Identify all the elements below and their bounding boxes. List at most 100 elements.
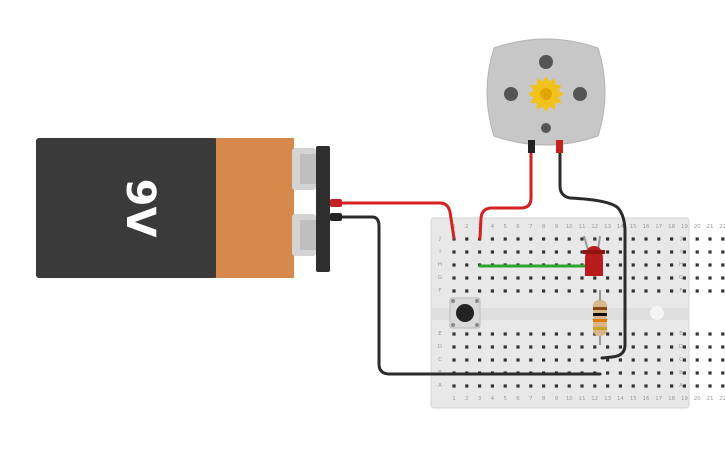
breadboard-hole[interactable]	[478, 276, 482, 280]
breadboard-hole[interactable]	[618, 358, 622, 362]
breadboard-hole[interactable]	[657, 276, 661, 280]
breadboard-hole[interactable]	[452, 289, 456, 293]
breadboard-hole[interactable]	[490, 345, 494, 349]
breadboard-hole[interactable]	[721, 289, 725, 293]
breadboard-hole[interactable]	[631, 263, 635, 267]
breadboard-hole[interactable]	[529, 358, 533, 362]
breadboard-hole[interactable]	[490, 237, 494, 241]
breadboard-hole[interactable]	[567, 237, 571, 241]
breadboard-hole[interactable]	[580, 345, 584, 349]
breadboard-hole[interactable]	[682, 384, 686, 388]
breadboard-hole[interactable]	[516, 289, 520, 293]
breadboard-hole[interactable]	[452, 263, 456, 267]
breadboard-hole[interactable]	[465, 384, 469, 388]
breadboard-hole[interactable]	[721, 358, 725, 362]
breadboard-hole[interactable]	[631, 358, 635, 362]
breadboard-hole[interactable]	[580, 276, 584, 280]
breadboard-hole[interactable]	[670, 250, 674, 254]
breadboard-hole[interactable]	[695, 358, 699, 362]
breadboard-hole[interactable]	[529, 289, 533, 293]
breadboard-hole[interactable]	[593, 345, 597, 349]
breadboard-hole[interactable]	[567, 250, 571, 254]
breadboard-hole[interactable]	[657, 250, 661, 254]
breadboard-hole[interactable]	[721, 384, 725, 388]
breadboard-hole[interactable]	[644, 345, 648, 349]
breadboard-hole[interactable]	[606, 237, 610, 241]
breadboard-hole[interactable]	[682, 345, 686, 349]
breadboard-hole[interactable]	[529, 250, 533, 254]
breadboard-hole[interactable]	[593, 289, 597, 293]
breadboard-hole[interactable]	[542, 358, 546, 362]
breadboard-hole[interactable]	[554, 276, 558, 280]
breadboard-hole[interactable]	[657, 384, 661, 388]
breadboard-hole[interactable]	[708, 332, 712, 336]
breadboard-hole[interactable]	[721, 276, 725, 280]
breadboard-hole[interactable]	[670, 276, 674, 280]
breadboard-hole[interactable]	[670, 358, 674, 362]
breadboard-hole[interactable]	[478, 332, 482, 336]
breadboard-hole[interactable]	[618, 332, 622, 336]
breadboard-hole[interactable]	[682, 332, 686, 336]
breadboard-hole[interactable]	[631, 384, 635, 388]
breadboard-hole[interactable]	[657, 263, 661, 267]
breadboard-hole[interactable]	[644, 371, 648, 375]
breadboard-hole[interactable]	[644, 358, 648, 362]
breadboard-hole[interactable]	[554, 250, 558, 254]
breadboard-hole[interactable]	[554, 384, 558, 388]
breadboard-hole[interactable]	[606, 263, 610, 267]
breadboard-hole[interactable]	[478, 289, 482, 293]
breadboard-hole[interactable]	[490, 250, 494, 254]
breadboard-hole[interactable]	[490, 276, 494, 280]
breadboard-hole[interactable]	[529, 237, 533, 241]
breadboard-hole[interactable]	[708, 237, 712, 241]
breadboard-hole[interactable]	[606, 345, 610, 349]
breadboard-hole[interactable]	[631, 289, 635, 293]
motor-positive-wire[interactable]	[478, 150, 533, 240]
breadboard-hole[interactable]	[657, 237, 661, 241]
breadboard-hole[interactable]	[644, 263, 648, 267]
breadboard-hole[interactable]	[721, 332, 725, 336]
breadboard-hole[interactable]	[567, 345, 571, 349]
breadboard-hole[interactable]	[721, 250, 725, 254]
breadboard-hole[interactable]	[542, 237, 546, 241]
breadboard-hole[interactable]	[542, 345, 546, 349]
breadboard-hole[interactable]	[516, 384, 520, 388]
breadboard-hole[interactable]	[682, 371, 686, 375]
breadboard-hole[interactable]	[631, 371, 635, 375]
breadboard-hole[interactable]	[580, 237, 584, 241]
breadboard-hole[interactable]	[465, 289, 469, 293]
breadboard-hole[interactable]	[618, 263, 622, 267]
breadboard-hole[interactable]	[682, 263, 686, 267]
breadboard-hole[interactable]	[657, 371, 661, 375]
breadboard-hole[interactable]	[606, 332, 610, 336]
breadboard-hole[interactable]	[721, 263, 725, 267]
breadboard-hole[interactable]	[503, 345, 507, 349]
breadboard-hole[interactable]	[554, 358, 558, 362]
breadboard-hole[interactable]	[465, 345, 469, 349]
battery-positive-wire[interactable]	[338, 201, 456, 240]
breadboard-hole[interactable]	[516, 345, 520, 349]
breadboard-hole[interactable]	[452, 345, 456, 349]
breadboard-hole[interactable]	[695, 263, 699, 267]
breadboard-hole[interactable]	[631, 345, 635, 349]
breadboard-hole[interactable]	[708, 250, 712, 254]
breadboard-hole[interactable]	[490, 289, 494, 293]
breadboard-hole[interactable]	[657, 332, 661, 336]
breadboard-hole[interactable]	[503, 237, 507, 241]
breadboard-hole[interactable]	[670, 384, 674, 388]
breadboard-hole[interactable]	[708, 263, 712, 267]
breadboard-hole[interactable]	[670, 237, 674, 241]
breadboard-hole[interactable]	[606, 384, 610, 388]
breadboard-hole[interactable]	[465, 263, 469, 267]
breadboard-hole[interactable]	[695, 237, 699, 241]
breadboard-hole[interactable]	[721, 345, 725, 349]
breadboard-hole[interactable]	[606, 276, 610, 280]
breadboard-hole[interactable]	[708, 384, 712, 388]
breadboard-hole[interactable]	[618, 371, 622, 375]
breadboard-hole[interactable]	[490, 358, 494, 362]
breadboard-hole[interactable]	[503, 250, 507, 254]
breadboard-hole[interactable]	[516, 276, 520, 280]
led[interactable]	[583, 235, 605, 276]
breadboard-hole[interactable]	[644, 289, 648, 293]
breadboard-hole[interactable]	[670, 371, 674, 375]
